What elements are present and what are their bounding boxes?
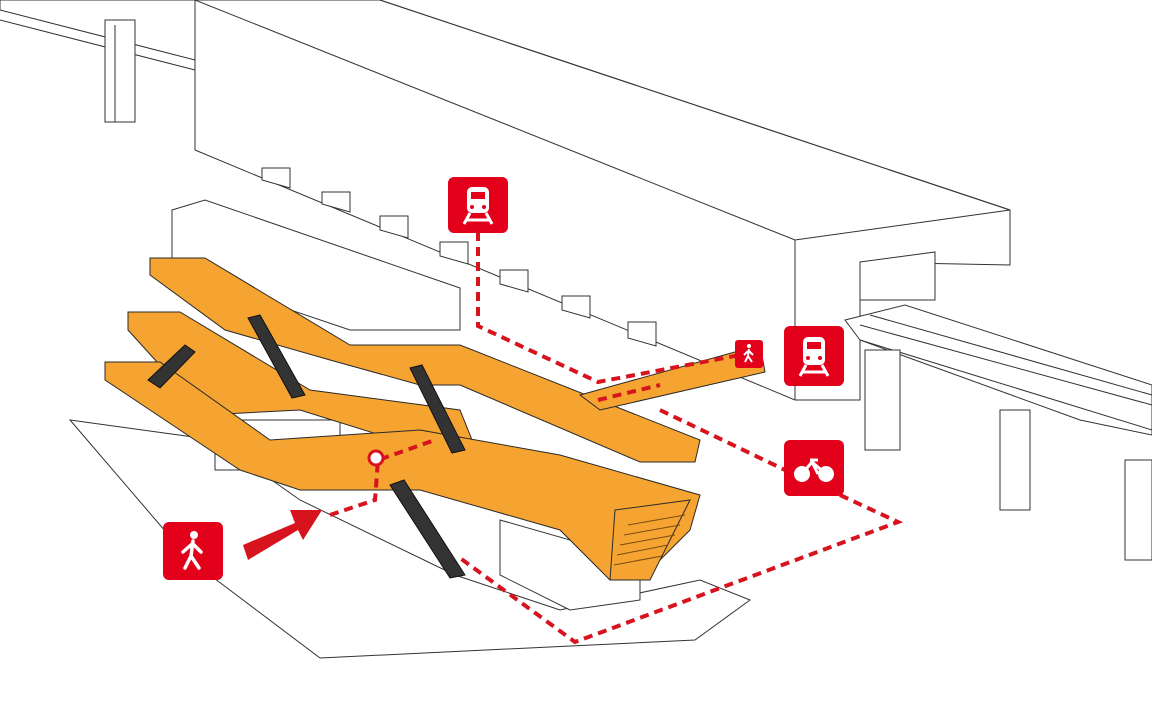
routes bbox=[329, 232, 904, 645]
deck-upper bbox=[149, 257, 701, 463]
bicycle-icon[interactable] bbox=[784, 440, 844, 496]
escalator bbox=[389, 479, 466, 579]
train-icon[interactable] bbox=[784, 326, 844, 386]
train-icon[interactable] bbox=[448, 177, 508, 233]
route-entrance bbox=[329, 438, 436, 517]
route-outer bbox=[458, 493, 904, 645]
pedestrian-icon[interactable] bbox=[163, 522, 223, 580]
escalators bbox=[147, 314, 466, 579]
pedestrian-icon[interactable] bbox=[735, 340, 763, 368]
station-building bbox=[194, 0, 1011, 401]
route-bike bbox=[659, 408, 786, 472]
building-notches bbox=[261, 167, 657, 347]
escalator bbox=[147, 344, 196, 389]
escalator bbox=[247, 314, 306, 399]
route-train-upper bbox=[476, 232, 741, 385]
meeting-point bbox=[367, 449, 385, 467]
elevated-track-left bbox=[0, 0, 196, 123]
concourse-decks bbox=[104, 257, 766, 581]
entrance-arrow bbox=[243, 510, 322, 560]
elevated-track-right bbox=[844, 304, 1152, 561]
route-bridge bbox=[597, 383, 661, 402]
escalator bbox=[409, 364, 466, 454]
